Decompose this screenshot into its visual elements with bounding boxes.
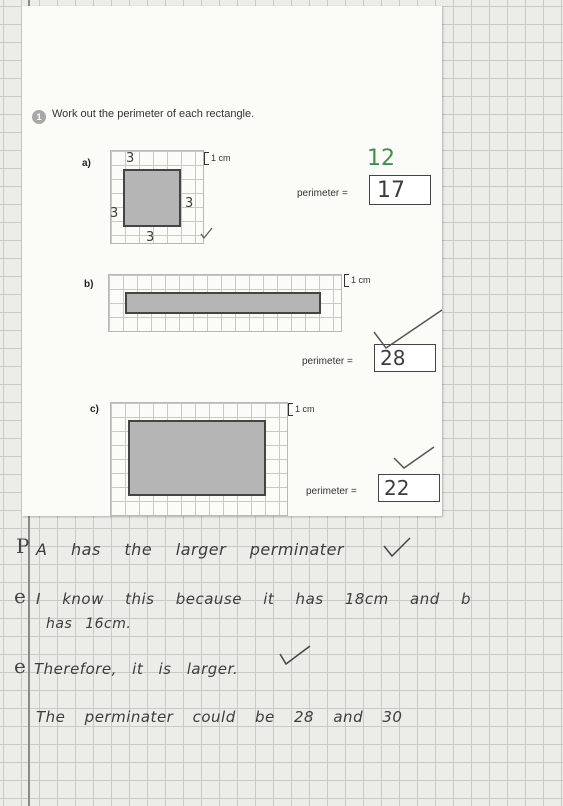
- part-c-rectangle: [128, 420, 266, 496]
- note-line-1: A has the larger perminater: [36, 540, 344, 559]
- margin-letter-2: e: [14, 584, 26, 608]
- note-line-5: The perminater could be 28 and 30: [36, 708, 403, 726]
- part-a-side-top: 3: [126, 151, 135, 166]
- part-a-label: a): [82, 158, 91, 169]
- part-a-perimeter-label: perimeter =: [297, 188, 348, 199]
- part-c-perimeter-label: perimeter =: [306, 486, 357, 497]
- part-a-correction: 12: [367, 146, 395, 171]
- note-line-4-tick-mark: [279, 645, 311, 666]
- note-line-4: Therefore, it is larger.: [34, 660, 239, 678]
- part-b-perimeter-label: perimeter =: [302, 356, 353, 367]
- part-a-unit-indicator: 1 cm: [204, 152, 231, 165]
- note-line-3: has 16cm.: [46, 616, 132, 632]
- part-a-answer-box: [369, 175, 431, 205]
- margin-letter-3: e: [14, 654, 26, 678]
- instruction-text: Work out the perimeter of each rectangle…: [52, 108, 255, 120]
- part-a-side-right: 3: [185, 196, 194, 211]
- part-b-tick-mark: [373, 309, 443, 350]
- note-line-1-tick-mark: [383, 537, 411, 558]
- margin-letter-1: P: [16, 534, 30, 558]
- part-a-side-bottom: 3: [146, 230, 155, 245]
- note-line-2: I know this because it has 18cm and b: [36, 590, 472, 608]
- question-number-badge: 1: [32, 110, 46, 124]
- part-c-answer: 22: [384, 476, 410, 500]
- part-c-unit-indicator: 1 cm: [288, 403, 315, 416]
- part-a-rectangle: [123, 169, 181, 227]
- part-a-tick-mark: [200, 227, 213, 239]
- part-b-label: b): [84, 279, 94, 290]
- worksheet: 1 Work out the perimeter of each rectang…: [22, 6, 442, 516]
- part-b-answer-box: [374, 344, 436, 372]
- part-c-label: c): [90, 404, 99, 415]
- part-a-side-left: 3: [110, 206, 119, 221]
- part-c-tick-mark: [393, 446, 435, 469]
- part-b-rectangle: [125, 292, 321, 314]
- part-a-answer: 17: [377, 178, 405, 203]
- part-b-answer: 28: [380, 346, 406, 370]
- part-c-answer-box: [378, 474, 440, 502]
- part-b-unit-indicator: 1 cm: [344, 274, 371, 287]
